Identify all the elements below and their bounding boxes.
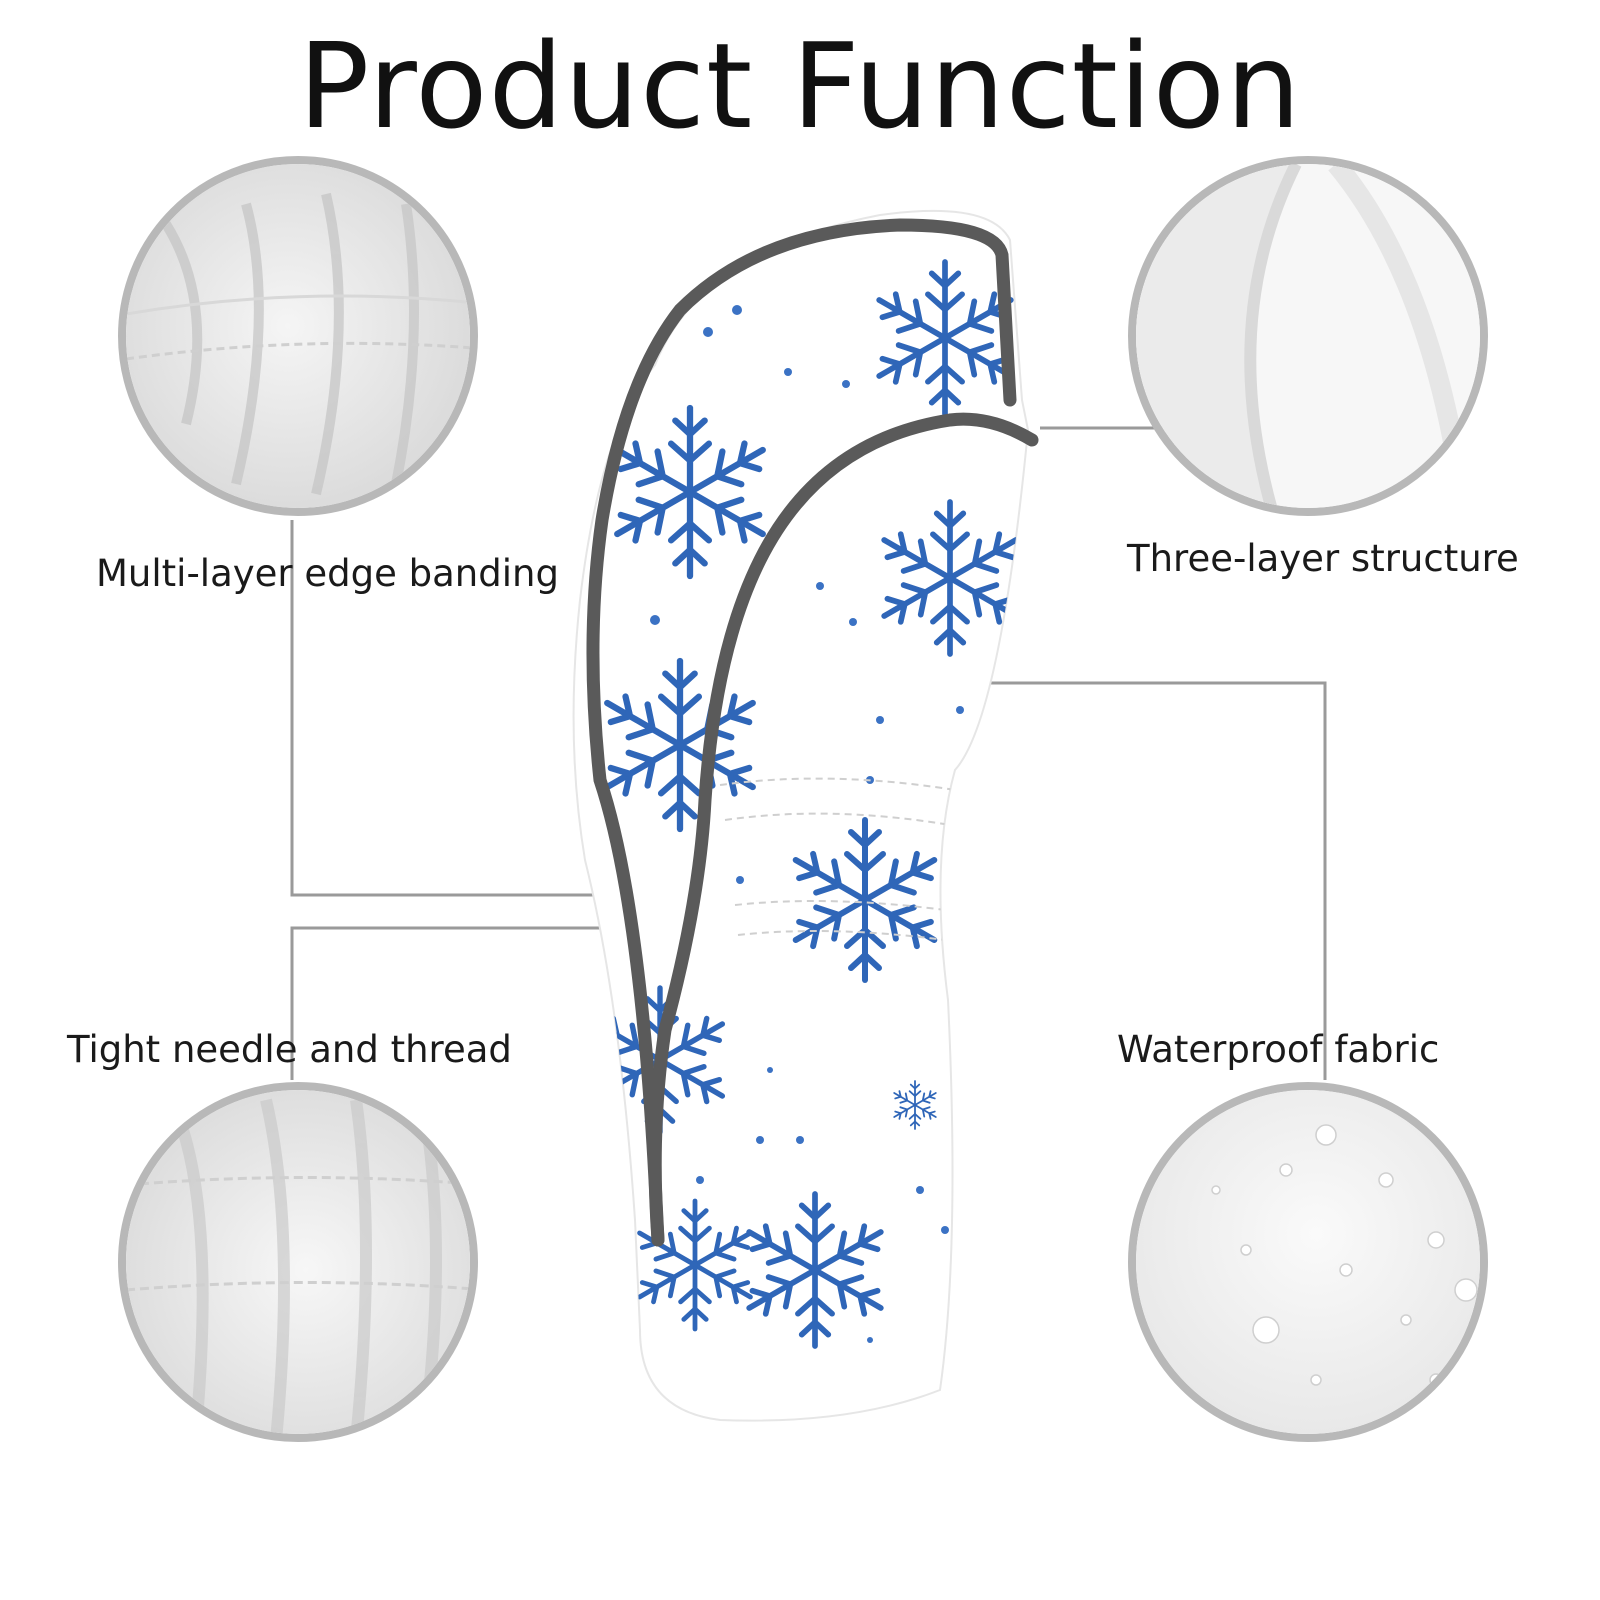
inner-flap-piping — [648, 412, 1039, 1247]
connector-multi-layer — [290, 520, 690, 897]
detail-circle-edge-banding — [118, 156, 478, 516]
label-tight-needle-and-thread: Tight needle and thread — [67, 1028, 512, 1071]
label-multi-layer-edge-banding: Multi-layer edge banding — [96, 552, 559, 595]
connector-tight-needle — [290, 926, 700, 1080]
connector-waterproof — [925, 681, 1327, 1080]
label-waterproof-fabric: Waterproof fabric — [1117, 1028, 1440, 1071]
detail-circle-waterproof — [1128, 1082, 1488, 1442]
outer-edge-piping — [586, 218, 1017, 1247]
page-title: Product Function — [298, 17, 1302, 155]
detail-circle-needle-thread — [118, 1082, 478, 1442]
detail-circle-three-layer — [1128, 156, 1488, 516]
label-three-layer-structure: Three-layer structure — [1127, 537, 1519, 580]
